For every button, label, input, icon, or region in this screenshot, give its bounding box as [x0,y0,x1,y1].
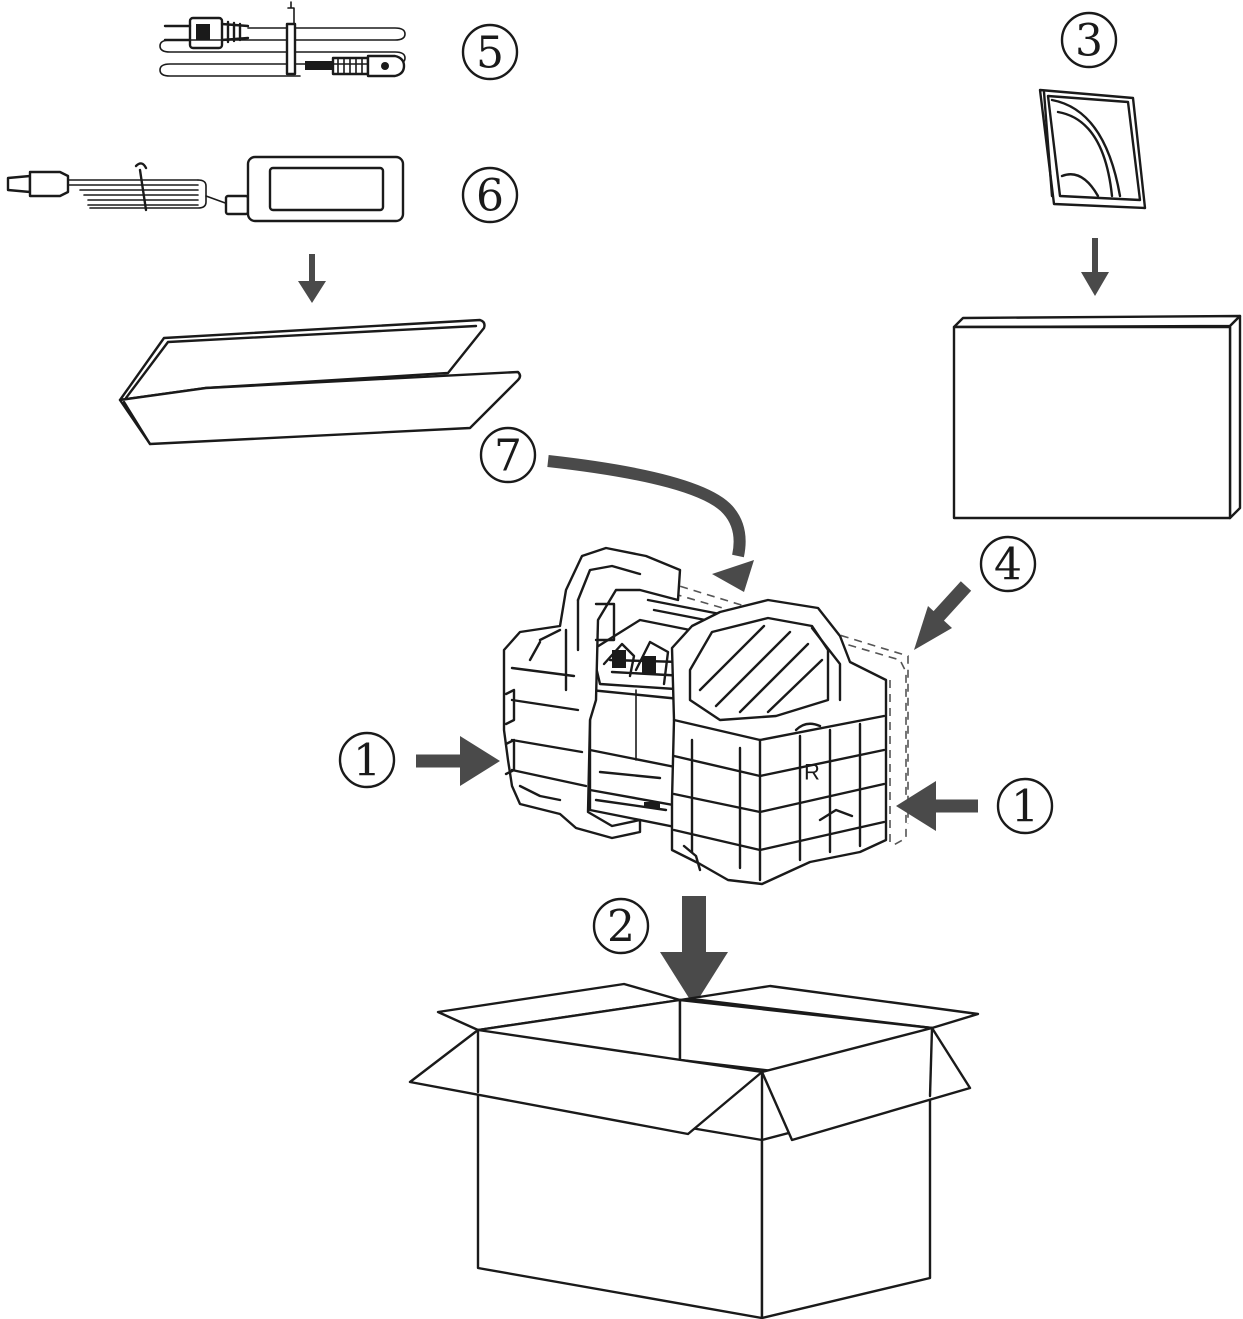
down-arrow-tray [298,254,326,303]
callout-7: 7 [479,426,537,484]
shipping-carton-icon [408,982,980,1319]
callout-1-right: 1 [996,777,1054,835]
callout-2: 2 [592,897,650,955]
arrow-1-left [416,736,500,786]
svg-text:5: 5 [476,28,504,79]
svg-text:1: 1 [353,736,381,787]
svg-text:1: 1 [1011,782,1039,833]
arrow-2 [660,896,728,1006]
callout-1-left: 1 [338,731,396,789]
foam-side-marker: R [804,760,820,785]
arrow-7 [547,455,754,592]
down-arrow-box [1081,238,1109,296]
callout-3: 3 [1060,11,1118,69]
arrow-1-right [896,781,978,831]
ac-adapter-icon [6,155,405,223]
power-cord-icon [159,1,406,78]
cardboard-tray-icon [118,318,522,446]
svg-text:3: 3 [1075,16,1103,67]
svg-text:6: 6 [476,171,504,222]
document-pack-icon [1038,88,1147,210]
callout-6: 6 [461,166,519,224]
printer-with-foam-icon: R [502,546,909,886]
svg-text:2: 2 [607,902,635,953]
svg-text:4: 4 [994,540,1022,591]
callout-5: 5 [461,23,519,81]
svg-text:7: 7 [494,431,522,482]
arrow-4 [914,581,972,650]
callout-4: 4 [979,535,1037,593]
accessory-box-icon [952,314,1242,520]
